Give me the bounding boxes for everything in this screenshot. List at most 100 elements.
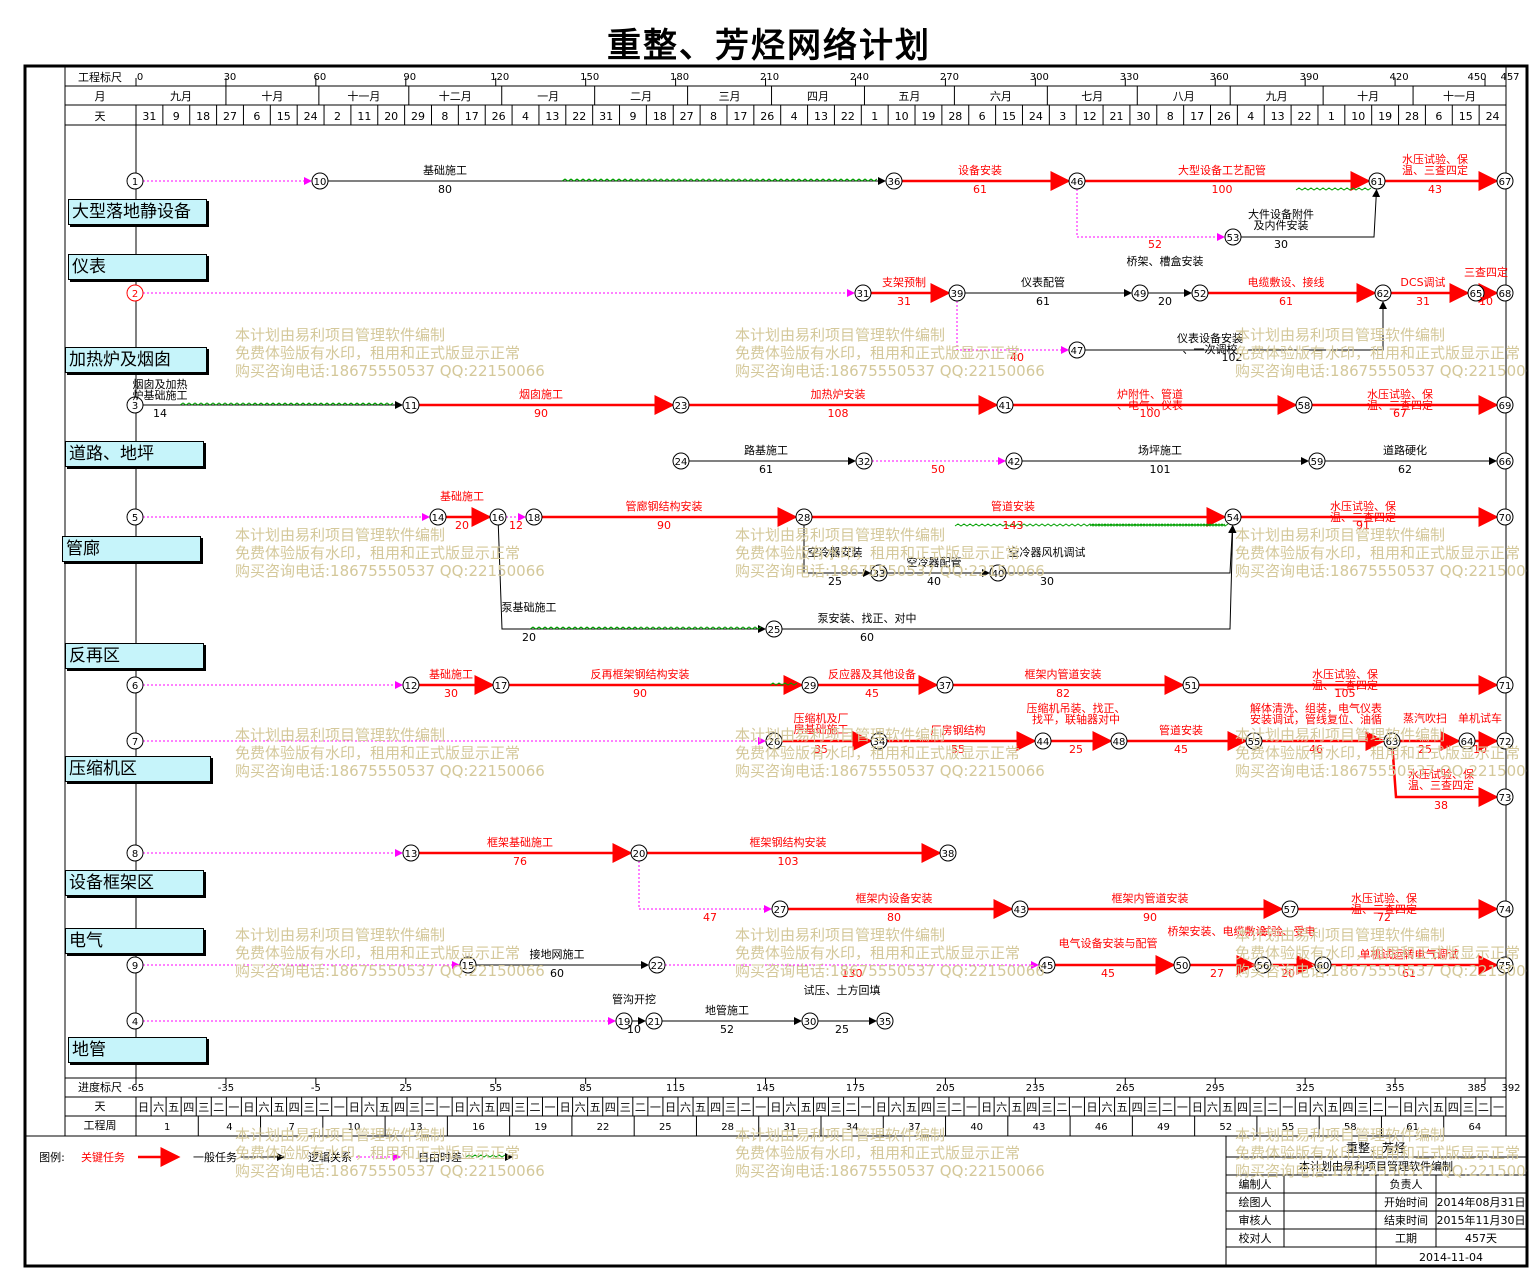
- dependency-arrow: [1006, 524, 1237, 574]
- node-number: 22: [651, 961, 664, 972]
- event-node: 55: [1245, 732, 1263, 750]
- weekday-cell: 日: [876, 1101, 887, 1114]
- node-number: 46: [1071, 177, 1084, 188]
- day-cell: 6: [253, 110, 260, 123]
- page-title: 重整、芳烃网络计划: [607, 26, 931, 66]
- task-name: 房基础施工: [794, 723, 849, 736]
- progress-tick-label: 385: [1467, 1083, 1486, 1094]
- task-name: 框架内管道安装: [1025, 667, 1102, 681]
- task-name: 空冷器安装: [808, 545, 863, 559]
- week-cell: 31: [783, 1122, 796, 1133]
- progress-tick-label: 392: [1501, 1083, 1520, 1094]
- weekday-cell: 六: [891, 1101, 902, 1114]
- node-number: 52: [1194, 289, 1207, 300]
- node-number: 56: [1257, 961, 1270, 972]
- month-label: 月: [95, 90, 106, 103]
- node-number: 60: [1317, 961, 1330, 972]
- category-label: 电气: [65, 928, 204, 954]
- scale-tick-label: 457: [1500, 72, 1519, 83]
- task-duration: 38: [1434, 799, 1448, 812]
- weekday-cell: 四: [1026, 1101, 1037, 1114]
- weekday-cell: 六: [1102, 1101, 1113, 1114]
- weekday-cell: 二: [529, 1101, 540, 1114]
- event-node: 9: [126, 956, 144, 974]
- weekday-cell: 五: [274, 1101, 285, 1114]
- week-cell: 58: [1344, 1122, 1357, 1133]
- weekday-cell: 二: [635, 1101, 646, 1114]
- event-node: 47: [1068, 341, 1086, 359]
- node-number: 42: [1008, 457, 1021, 468]
- event-node: 29: [801, 676, 819, 694]
- event-node: 8: [126, 844, 144, 862]
- event-node: 17: [492, 676, 510, 694]
- weekday-cell: 二: [951, 1101, 962, 1114]
- task-name: 三查四定: [1464, 265, 1508, 279]
- task-name: 框架钢结构安装: [750, 835, 827, 849]
- task-duration: 10: [1473, 743, 1487, 756]
- weekday-cell: 日: [665, 1101, 676, 1114]
- weekday-cell: 二: [740, 1101, 751, 1114]
- legend-float: 自由时差: [418, 1150, 462, 1164]
- category-label: 大型落地静设备: [68, 199, 207, 225]
- weekday-cell: 一: [1388, 1101, 1399, 1114]
- task-duration: 31: [897, 295, 911, 308]
- month-cell: 三月: [719, 90, 741, 103]
- task-duration: 31: [1416, 295, 1430, 308]
- node-number: 17: [495, 681, 508, 692]
- weekday-cell: 四: [1132, 1101, 1143, 1114]
- day-cell: 10: [895, 110, 909, 123]
- category-label: 管廊: [62, 536, 201, 562]
- node-number: 14: [432, 513, 445, 524]
- task-duration: 45: [865, 687, 879, 700]
- category-label: 加热炉及烟囱: [65, 347, 207, 373]
- node-number: 7: [132, 737, 138, 748]
- weekday-cell: 二: [1162, 1101, 1173, 1114]
- task-name: 基础施工: [429, 668, 473, 681]
- task-name: 水压试验、保: [1402, 152, 1468, 166]
- node-number: 20: [633, 849, 646, 860]
- task-name: 空冷器配管: [907, 555, 962, 569]
- event-node: 34: [870, 732, 888, 750]
- event-node: 40: [989, 564, 1007, 582]
- event-node: 15: [459, 956, 477, 974]
- legend-label: 图例:: [39, 1150, 65, 1164]
- weekday-cell: 五: [484, 1101, 495, 1114]
- event-node: 52: [1191, 284, 1209, 302]
- event-node: 65: [1467, 284, 1485, 302]
- task-name: 水压试验、保: [1351, 891, 1417, 905]
- task-duration: 30: [444, 687, 458, 700]
- event-node: 23: [672, 396, 690, 414]
- weekday-cell: 五: [168, 1101, 179, 1114]
- weekday-cell: 四: [289, 1101, 300, 1114]
- node-number: 32: [858, 457, 871, 468]
- weekday-cell: 日: [454, 1101, 465, 1114]
- event-node: 46: [1068, 172, 1086, 190]
- month-cell: 五月: [898, 90, 920, 103]
- week-cell: 22: [597, 1122, 610, 1133]
- node-number: 12: [405, 681, 418, 692]
- task-duration: 105: [1335, 687, 1356, 700]
- task-duration: 62: [1398, 463, 1412, 476]
- scale-tick-label: 270: [940, 72, 959, 83]
- scale-tick-label: 450: [1467, 72, 1486, 83]
- task-duration: 20: [1281, 967, 1295, 980]
- legend-float-arrow: [505, 1153, 513, 1161]
- progress-tick-label: 235: [1026, 1083, 1045, 1094]
- node-number: 39: [951, 289, 964, 300]
- task-duration: 101: [1150, 463, 1171, 476]
- task-duration: 12: [509, 519, 523, 532]
- task-duration: 90: [633, 687, 647, 700]
- node-number: 57: [1284, 905, 1297, 916]
- watermark: 本计划由易利项目管理软件编制 免费体验版有水印，租用和正式版显示正常 购买咨询电…: [235, 926, 545, 980]
- week-cell: 28: [721, 1122, 734, 1133]
- task-duration: 60: [860, 631, 874, 644]
- task-duration: 80: [438, 183, 452, 196]
- task-name: 找平，联轴器对中: [1032, 712, 1120, 726]
- task-name: 试验、受电: [1261, 924, 1316, 938]
- task-duration: 60: [550, 967, 564, 980]
- event-node: 27: [771, 900, 789, 918]
- day-cell: 18: [196, 110, 210, 123]
- weekday-cell: 三: [514, 1101, 525, 1114]
- dependency-arrow: [803, 525, 871, 577]
- task-name: 水压试验、保: [1330, 499, 1396, 513]
